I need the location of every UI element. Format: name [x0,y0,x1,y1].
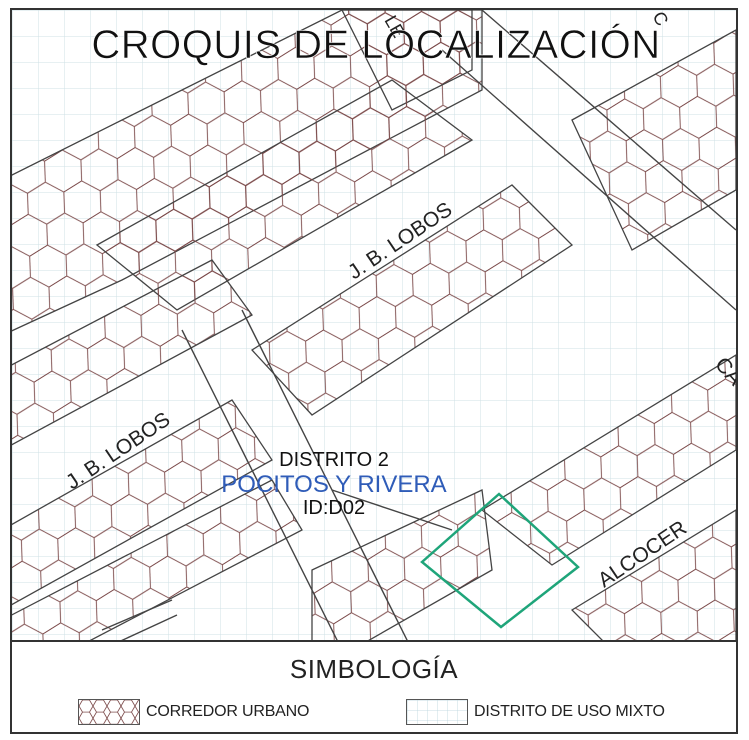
street-outlines [101,10,736,640]
hexagon-pattern-icon [78,699,140,725]
map-title: CROQUIS DE LOCALIZACIÓN [91,22,660,67]
district-subtitle: POCITOS Y RIVERA [221,471,446,498]
highlighted-property[interactable] [420,492,580,629]
legend-title: SIMBOLOGÍA [289,654,459,684]
map-canvas: J. B. LOBOS J. B. LOBOS ALCOCER CA LE C … [12,10,736,640]
legend-item-mixed-use-district: DISTRITO DE USO MIXTO [406,698,665,726]
urban-corridor-blocks [12,10,736,640]
district-id: ID:D02 [303,497,365,519]
map-frame: J. B. LOBOS J. B. LOBOS ALCOCER CA LE C … [10,8,738,734]
legend-label-urban-corridor: CORREDOR URBANO [146,703,310,720]
legend-panel: SIMBOLOGÍA CORREDOR URBANO [12,640,736,734]
grid-pattern-icon [406,699,468,725]
location-sketch-map: J. B. LOBOS J. B. LOBOS ALCOCER CA LE C … [12,10,736,640]
legend-label-mixed-use-district: DISTRITO DE USO MIXTO [474,703,665,720]
district-name: DISTRITO 2 [279,449,389,471]
legend-item-urban-corridor: CORREDOR URBANO [78,698,309,726]
